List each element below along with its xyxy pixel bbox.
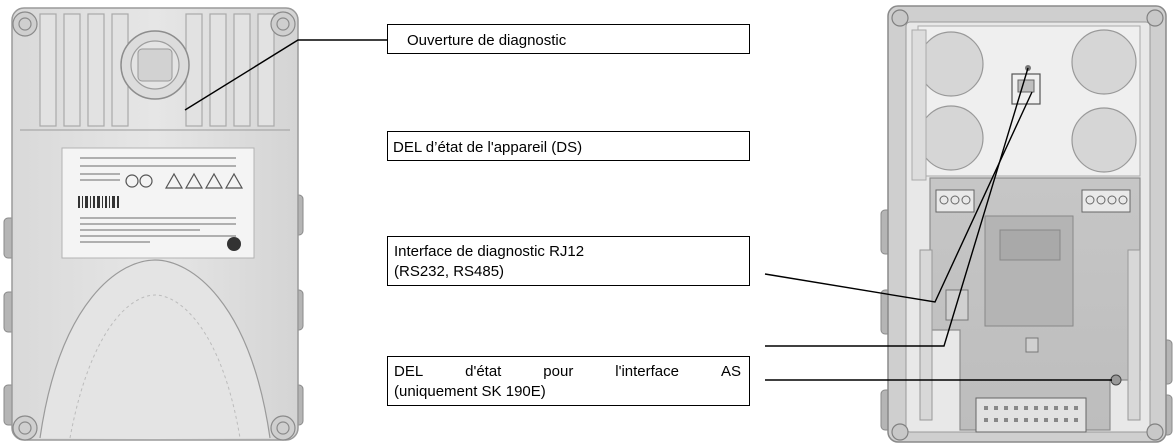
- as-interface-led: [1110, 374, 1122, 386]
- callout-diagnostic-opening: Ouverture de diagnostic: [387, 24, 750, 54]
- callout-text-line2: (RS232, RS485): [394, 263, 505, 280]
- leader-rj12-interface: [764, 91, 1033, 303]
- bottom-terminal-strip: [975, 397, 1087, 433]
- word: l'interface: [615, 363, 679, 380]
- terminal-blocks: [935, 189, 1131, 213]
- callout-text-line1: DEL d'état pour l'interface AS: [394, 362, 741, 382]
- callout-text: Ouverture de diagnostic: [407, 32, 567, 49]
- diagnostic-opening: [120, 30, 190, 100]
- device-open-view: [880, 5, 1173, 443]
- callout-device-status-led: DEL d’état de l'appareil (DS): [387, 131, 750, 161]
- leader-lines: [184, 39, 1112, 381]
- callout-rj12-interface: Interface de diagnostic RJ12 (RS232, RS4…: [387, 236, 750, 286]
- corner-screws-rear: [12, 11, 296, 441]
- word: AS: [720, 363, 741, 380]
- callout-text-line2: (uniquement SK 190E): [394, 383, 546, 400]
- callout-text-line1: Interface de diagnostic RJ12: [394, 243, 585, 260]
- word: DEL: [394, 363, 424, 380]
- capacitors: [918, 29, 1137, 173]
- callout-as-interface-led: DEL d'état pour l'interface AS (uniqueme…: [387, 356, 750, 406]
- cooling-fins: [20, 13, 290, 131]
- rating-label: [61, 147, 255, 259]
- device-rear-view: [3, 7, 304, 441]
- callout-text: DEL d’état de l'appareil (DS): [393, 139, 583, 156]
- word: d'état: [465, 363, 502, 380]
- rear-arch: [39, 259, 271, 439]
- word: pour: [543, 363, 574, 380]
- leader-diagnostic-opening: [184, 39, 387, 111]
